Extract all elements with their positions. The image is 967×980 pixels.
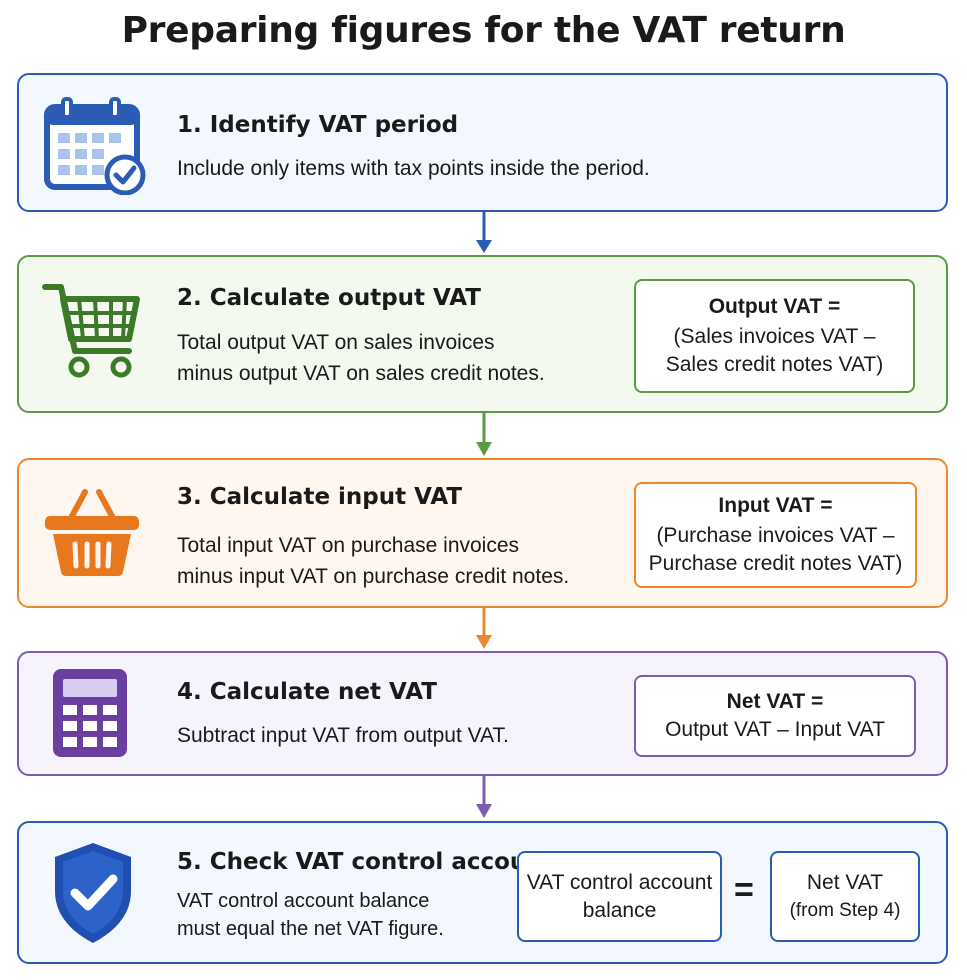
step-description: Subtract input VAT from output VAT. — [177, 724, 509, 747]
step-1-identify-vat-period: 1. Identify VAT period Include only item… — [17, 73, 948, 212]
box-line: balance — [582, 898, 657, 922]
input-vat-formula: Input VAT = (Purchase invoices VAT – Pur… — [634, 482, 917, 588]
step-3-calculate-input-vat: 3. Calculate input VAT Total input VAT o… — [17, 458, 948, 608]
formula-line: (Purchase invoices VAT – — [656, 524, 895, 547]
box-line: VAT control account — [526, 870, 713, 894]
step-5-check-vat-control-account: 5. Check VAT control account VAT control… — [17, 821, 948, 964]
formula-heading: Input VAT = — [718, 494, 833, 517]
step-description: Total output VAT on sales invoices minus… — [177, 327, 545, 389]
equals-sign: = — [734, 871, 754, 909]
page-title: Preparing figures for the VAT return — [121, 10, 846, 51]
step-description: Include only items with tax points insid… — [177, 157, 650, 180]
formula-heading: Net VAT = — [726, 690, 824, 713]
formula-heading: Output VAT = — [708, 295, 841, 318]
description-line: minus input VAT on purchase credit notes… — [177, 565, 570, 588]
step-title: 4. Calculate net VAT — [177, 679, 437, 705]
flow-arrow — [0, 413, 967, 463]
step-title: 2. Calculate output VAT — [177, 285, 481, 311]
box-line: (from Step 4) — [789, 899, 901, 921]
step-4-calculate-net-vat: 4. Calculate net VAT Subtract input VAT … — [17, 651, 948, 776]
control-account-balance-box: VAT control account balance — [517, 851, 722, 942]
description-line: minus output VAT on sales credit notes. — [177, 362, 545, 385]
output-vat-formula: Output VAT = (Sales invoices VAT – Sales… — [634, 279, 915, 393]
description-line: must equal the net VAT figure. — [177, 918, 444, 940]
step-2-calculate-output-vat: 2. Calculate output VAT Total output VAT… — [17, 255, 948, 413]
formula-line: Sales credit notes VAT) — [665, 353, 884, 376]
description-line: VAT control account balance — [177, 890, 430, 912]
box-line: Net VAT — [806, 870, 884, 894]
step-title: 5. Check VAT control account — [177, 849, 554, 875]
formula-line: Purchase credit notes VAT) — [648, 552, 903, 575]
step-title: 3. Calculate input VAT — [177, 484, 463, 510]
step-title: 1. Identify VAT period — [177, 112, 459, 138]
flow-arrow — [0, 776, 967, 826]
net-vat-reference-box: Net VAT (from Step 4) — [770, 851, 920, 942]
shopping-cart-icon — [41, 281, 141, 390]
formula-line: Output VAT – Input VAT — [665, 718, 885, 741]
formula-line: (Sales invoices VAT – — [673, 325, 876, 348]
step-description: Total input VAT on purchase invoices min… — [177, 530, 569, 592]
calculator-icon — [53, 669, 127, 762]
shield-check-icon — [51, 841, 135, 950]
description-line: Total output VAT on sales invoices — [177, 331, 495, 354]
description-line: Total input VAT on purchase invoices — [177, 534, 520, 557]
flow-arrow — [0, 212, 967, 260]
step-description: VAT control account balance must equal t… — [177, 887, 444, 943]
calendar-check-icon — [43, 97, 149, 200]
shopping-basket-icon — [43, 488, 141, 583]
net-vat-formula: Net VAT = Output VAT – Input VAT — [634, 675, 916, 757]
flow-arrow — [0, 608, 967, 656]
